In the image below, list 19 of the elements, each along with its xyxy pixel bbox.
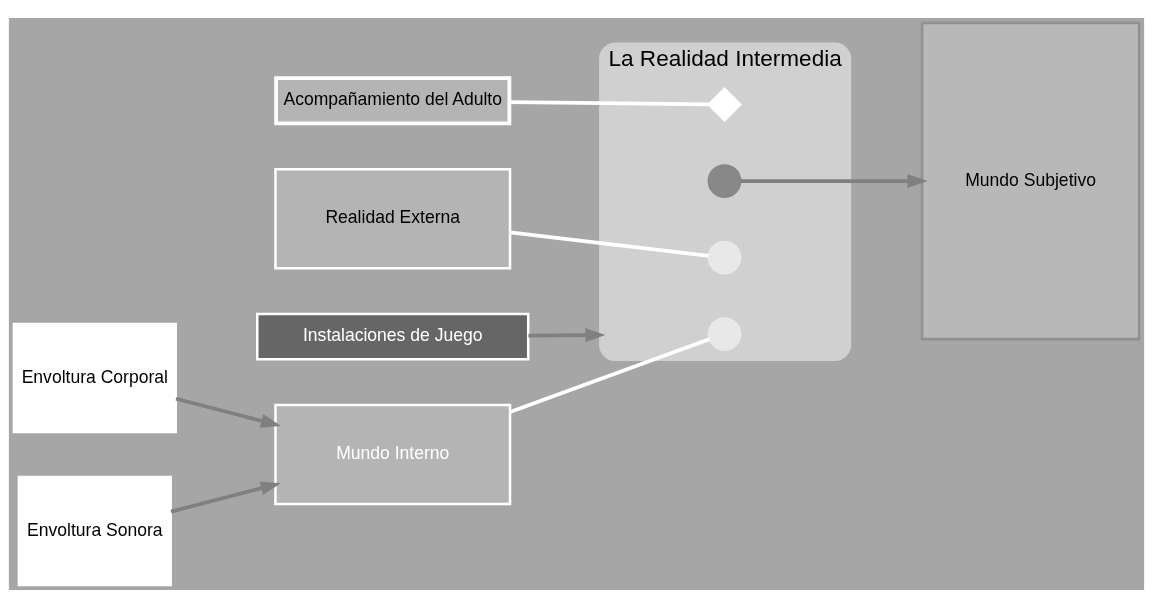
connector — [509, 337, 710, 414]
connector — [509, 100, 709, 107]
node-circle — [707, 317, 742, 352]
arrow — [170, 481, 281, 514]
node-box: Envoltura Corporal — [12, 322, 177, 434]
cluster: La Realidad Intermedia — [599, 42, 852, 362]
node-diamond — [707, 87, 742, 122]
node-box: Instalaciones de Juego — [256, 312, 530, 361]
arrow — [740, 174, 928, 189]
node-box: Mundo Subjetivo — [920, 21, 1141, 341]
node-box: Realidad Externa — [274, 167, 512, 270]
node-box: Acompañamiento del Adulto — [274, 76, 512, 126]
node-circle — [707, 240, 742, 275]
arrow — [175, 396, 281, 428]
arrow — [528, 328, 606, 343]
connector — [509, 230, 709, 258]
node-circle — [707, 164, 742, 198]
node-box: Envoltura Sonora — [17, 475, 172, 587]
node-box: Mundo Interno — [274, 403, 512, 506]
